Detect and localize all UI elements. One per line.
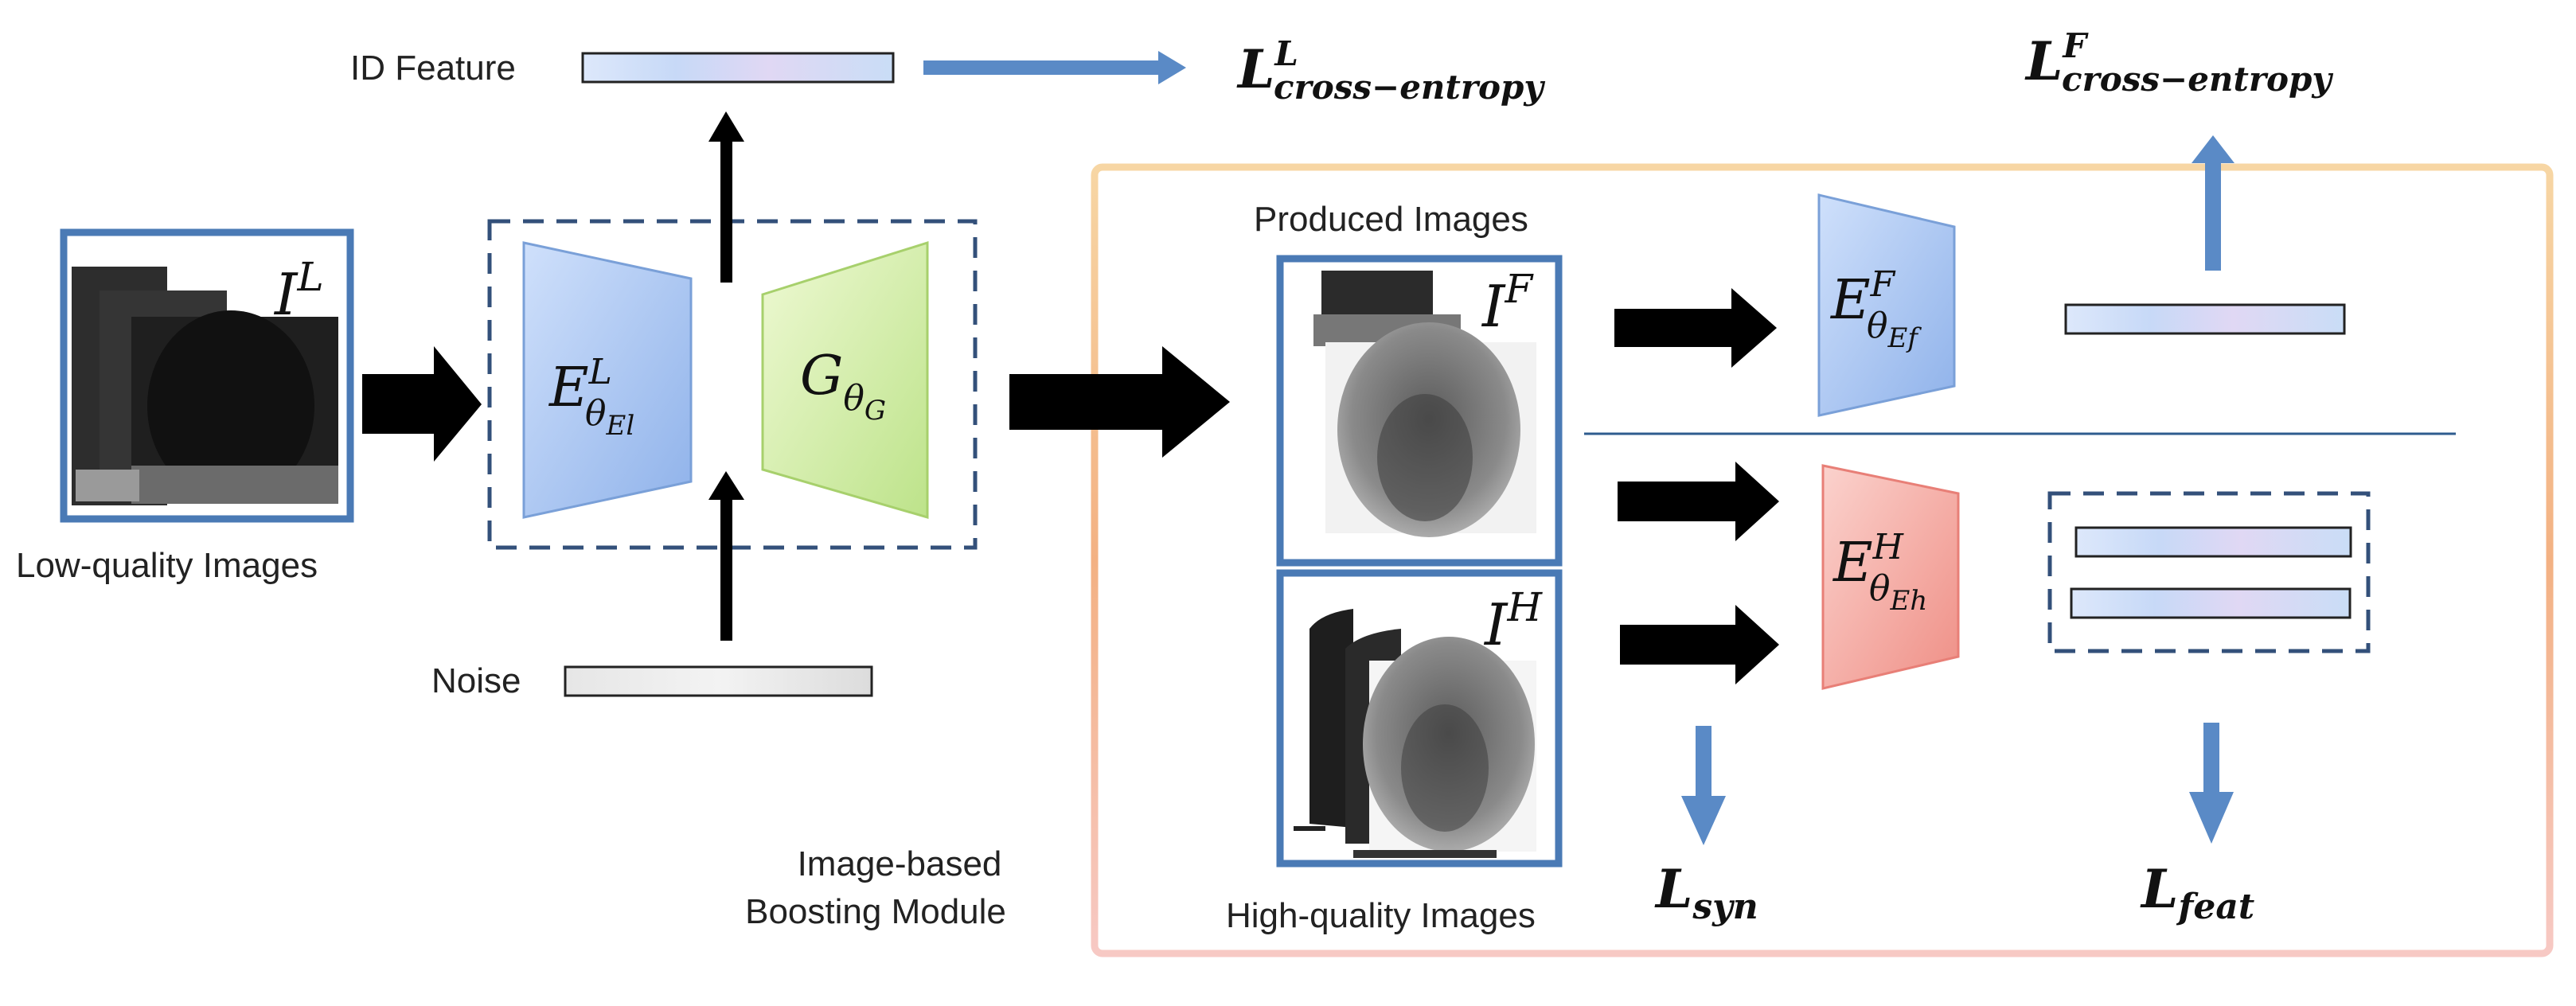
arrow-to-lfeat-shaft — [2203, 723, 2219, 794]
arrow-encoder-to-id-head — [708, 111, 744, 142]
boosting-module-frame — [1091, 163, 2554, 957]
loss-syn: Lsyn — [1654, 858, 1758, 927]
arrow-feature-to-lossf-head — [2192, 135, 2234, 163]
arrow-produced-to-eh — [1618, 462, 1779, 541]
arrow-noise-to-gen-head — [708, 471, 744, 500]
id-feature-bar — [581, 52, 895, 84]
feature-pair-bar-2 — [2070, 587, 2352, 619]
produced-label: Produced Images — [1254, 200, 1528, 239]
arrow-feature-to-lossf-shaft — [2205, 159, 2221, 271]
label-i-h: IH — [1483, 584, 1543, 658]
label-i-l: IL — [273, 254, 324, 328]
arrow-generator-to-module — [1009, 346, 1230, 458]
produced-images — [1276, 255, 1563, 567]
arrow-to-lsyn-shaft — [1696, 726, 1711, 799]
noise-bar — [564, 665, 873, 697]
arrow-input-to-encoder — [362, 346, 482, 462]
arrow-encoder-to-id-shaft — [720, 139, 732, 283]
encoder-eh-shape — [1821, 464, 1960, 690]
arrow-produced-to-ef — [1614, 288, 1777, 368]
low-quality-label: Low-quality Images — [16, 546, 318, 585]
arrow-to-lfeat-head — [2189, 792, 2234, 844]
arrow-id-to-loss-shaft — [923, 60, 1162, 75]
arrow-to-lsyn-head — [1681, 796, 1726, 845]
arrow-id-to-loss-head — [1158, 51, 1186, 84]
encoder-el-shape — [522, 241, 693, 519]
feature-pair-frame — [2047, 491, 2371, 653]
id-feature-label: ID Feature — [350, 49, 516, 88]
feature-f-bar — [2064, 303, 2346, 335]
encoder-ef-shape — [1817, 193, 1956, 417]
module-label-line1: Image-based — [798, 844, 1002, 883]
label-i-f: IF — [1481, 266, 1534, 340]
arrow-highquality-to-eh — [1620, 605, 1779, 684]
high-quality-images — [1276, 569, 1563, 868]
label-generator-g: GθG — [800, 345, 886, 427]
high-quality-label: High-quality Images — [1226, 896, 1536, 935]
noise-label: Noise — [431, 661, 521, 700]
loss-feat: Lfeat — [2140, 858, 2254, 927]
arrow-noise-to-gen-shaft — [720, 497, 732, 641]
low-quality-images — [60, 228, 354, 523]
module-label-line2: Boosting Module — [745, 892, 1006, 931]
generator-g-shape — [761, 240, 929, 519]
feature-pair-bar-1 — [2074, 526, 2352, 558]
